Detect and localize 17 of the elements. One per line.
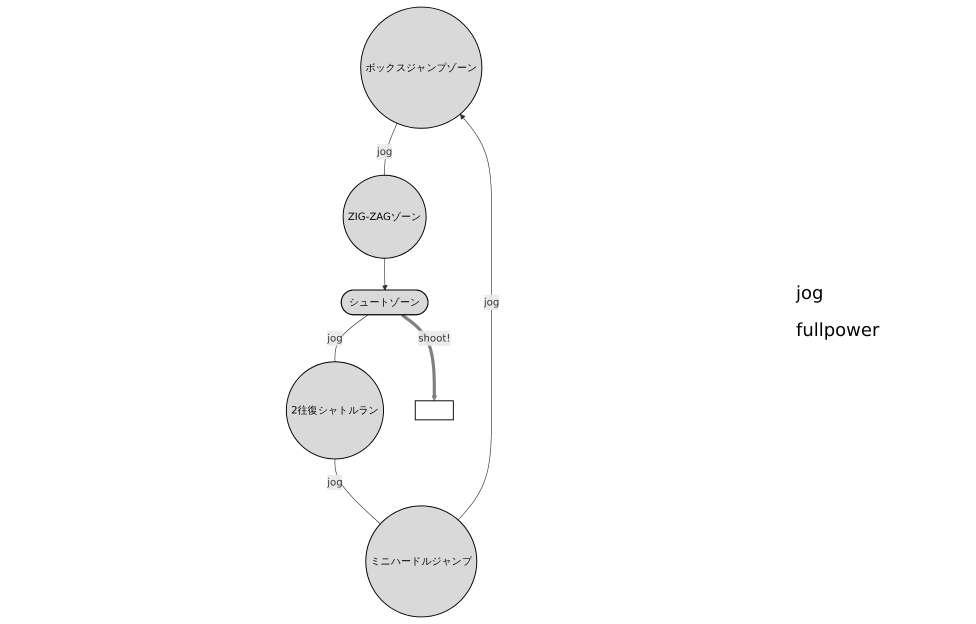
node-box xyxy=(414,400,454,420)
note-label: jog xyxy=(796,283,824,304)
arrow xyxy=(382,258,388,291)
note-label: fullpower xyxy=(796,320,880,341)
arrow xyxy=(458,114,492,520)
connector xyxy=(384,122,398,176)
node-circle: 2往復シャトルラン xyxy=(286,361,384,460)
node-circle: ミニハードルジャンプ xyxy=(365,505,478,618)
node-circle: ボックスジャンプゾーン xyxy=(360,6,483,129)
edge-label: jog xyxy=(327,332,343,344)
edge-label: jog xyxy=(327,476,343,488)
connector xyxy=(334,458,381,524)
edge-label: jog xyxy=(377,145,393,158)
edge-label: shoot! xyxy=(418,332,451,344)
connector xyxy=(334,314,368,362)
node-circle: ZIG-ZAGゾーン xyxy=(342,174,427,259)
edge-label: jog xyxy=(484,296,500,308)
